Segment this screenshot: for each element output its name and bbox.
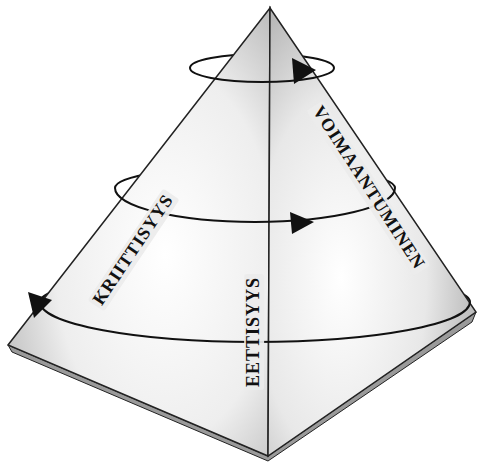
edge-label: EETTISYYS — [244, 274, 264, 390]
